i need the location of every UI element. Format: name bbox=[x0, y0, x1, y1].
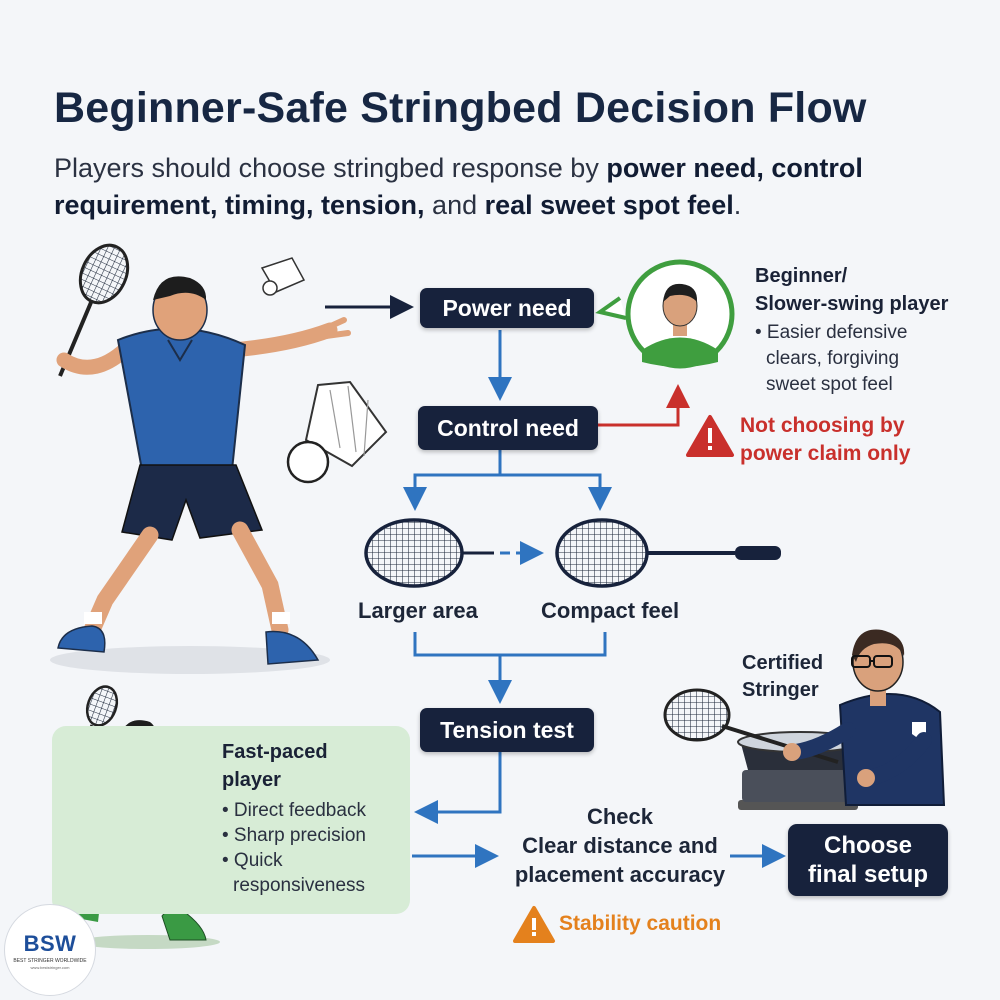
orange-warning-icon bbox=[513, 906, 555, 943]
flow-connectors bbox=[325, 295, 786, 868]
beginner-description-line: sweet spot feel bbox=[766, 374, 893, 395]
racquet-compact-feel-icon bbox=[555, 518, 781, 588]
tension-test-node: Tension test bbox=[420, 708, 594, 752]
fast-player-item: • Direct feedback bbox=[222, 800, 366, 821]
shuttlecock-small-icon bbox=[260, 257, 306, 296]
control-need-node: Control need bbox=[418, 406, 598, 450]
stability-caution-label: Stability caution bbox=[559, 912, 722, 935]
subtitle-emphasis: power need, control requirement, timing,… bbox=[54, 153, 863, 220]
arrow-tension-to-fast bbox=[414, 752, 502, 824]
logo-mark: BSW bbox=[23, 930, 77, 956]
arrow-control-to-beginner bbox=[598, 384, 690, 427]
fast-player-list: • Direct feedback • Sharp precision • Qu… bbox=[222, 798, 412, 898]
fast-player-text: Fast-paced player • Direct feedback • Sh… bbox=[222, 738, 412, 898]
beginner-description-line: • Easier defensive bbox=[755, 322, 908, 343]
fast-player-item: responsiveness bbox=[233, 875, 366, 896]
fast-player-heading: player bbox=[222, 769, 281, 791]
fast-player-heading: Fast-paced bbox=[222, 741, 328, 763]
shuttlecock-large-icon bbox=[286, 380, 388, 484]
check-step-line: Check bbox=[586, 804, 654, 829]
check-step-line: placement accuracy bbox=[514, 862, 726, 887]
beginner-description-line: clears, forgiving bbox=[766, 348, 900, 369]
main-player-illustration bbox=[50, 243, 351, 674]
arrow-control-to-larger bbox=[403, 450, 502, 511]
fast-player-item: • Quick bbox=[222, 850, 283, 871]
check-step: Check Clear distance and placement accur… bbox=[500, 802, 740, 889]
page-title: Beginner-Safe Stringbed Decision Flow bbox=[54, 84, 867, 132]
subtitle-emphasis: real sweet spot feel bbox=[484, 190, 734, 220]
subtitle-text: Players should choose stringbed response… bbox=[54, 153, 607, 183]
logo-tagline: BEST STRINGER WORLDWIDE bbox=[13, 957, 87, 964]
bsw-logo: BSW BEST STRINGER WORLDWIDE www.beststri… bbox=[4, 904, 96, 996]
beginner-heading: Beginner/ bbox=[755, 265, 848, 287]
final-setup-line: Choose bbox=[823, 832, 912, 859]
final-setup-line: final setup bbox=[807, 861, 928, 888]
red-warning-icon bbox=[686, 415, 734, 457]
beginner-avatar-icon bbox=[595, 259, 735, 369]
connector-options-merge bbox=[413, 632, 607, 657]
beginner-panel: Beginner/ Slower-swing player • Easier d… bbox=[755, 262, 995, 398]
stringer-illustration bbox=[663, 629, 946, 810]
beginner-heading: Slower-swing player bbox=[755, 293, 949, 315]
power-claim-warning-line: power claim only bbox=[740, 442, 911, 465]
logo-url: www.beststringer.com bbox=[30, 964, 70, 970]
final-setup-node: Choose final setup bbox=[788, 824, 948, 896]
racquet-larger-area-icon bbox=[364, 518, 494, 588]
power-claim-warning: Not choosing by power claim only bbox=[740, 412, 910, 468]
certified-stringer-label: Certified Stringer bbox=[742, 650, 823, 704]
subtitle-text: . bbox=[733, 190, 742, 220]
arrow-control-to-compact bbox=[500, 473, 612, 511]
power-claim-warning-line: Not choosing by bbox=[740, 414, 905, 437]
fast-player-panel bbox=[52, 726, 410, 914]
subtitle-text: and bbox=[424, 190, 485, 220]
certified-stringer-line: Stringer bbox=[742, 679, 819, 701]
fast-player-item: • Sharp precision bbox=[222, 825, 366, 846]
compact-feel-label: Compact feel bbox=[541, 598, 680, 623]
check-step-line: Clear distance and bbox=[522, 833, 718, 858]
power-need-node: Power need bbox=[420, 288, 594, 328]
larger-area-label: Larger area bbox=[358, 598, 478, 623]
certified-stringer-line: Certified bbox=[742, 652, 824, 674]
page-subtitle: Players should choose stringbed response… bbox=[54, 150, 974, 224]
beginner-description: • Easier defensive clears, forgiving swe… bbox=[755, 320, 995, 398]
